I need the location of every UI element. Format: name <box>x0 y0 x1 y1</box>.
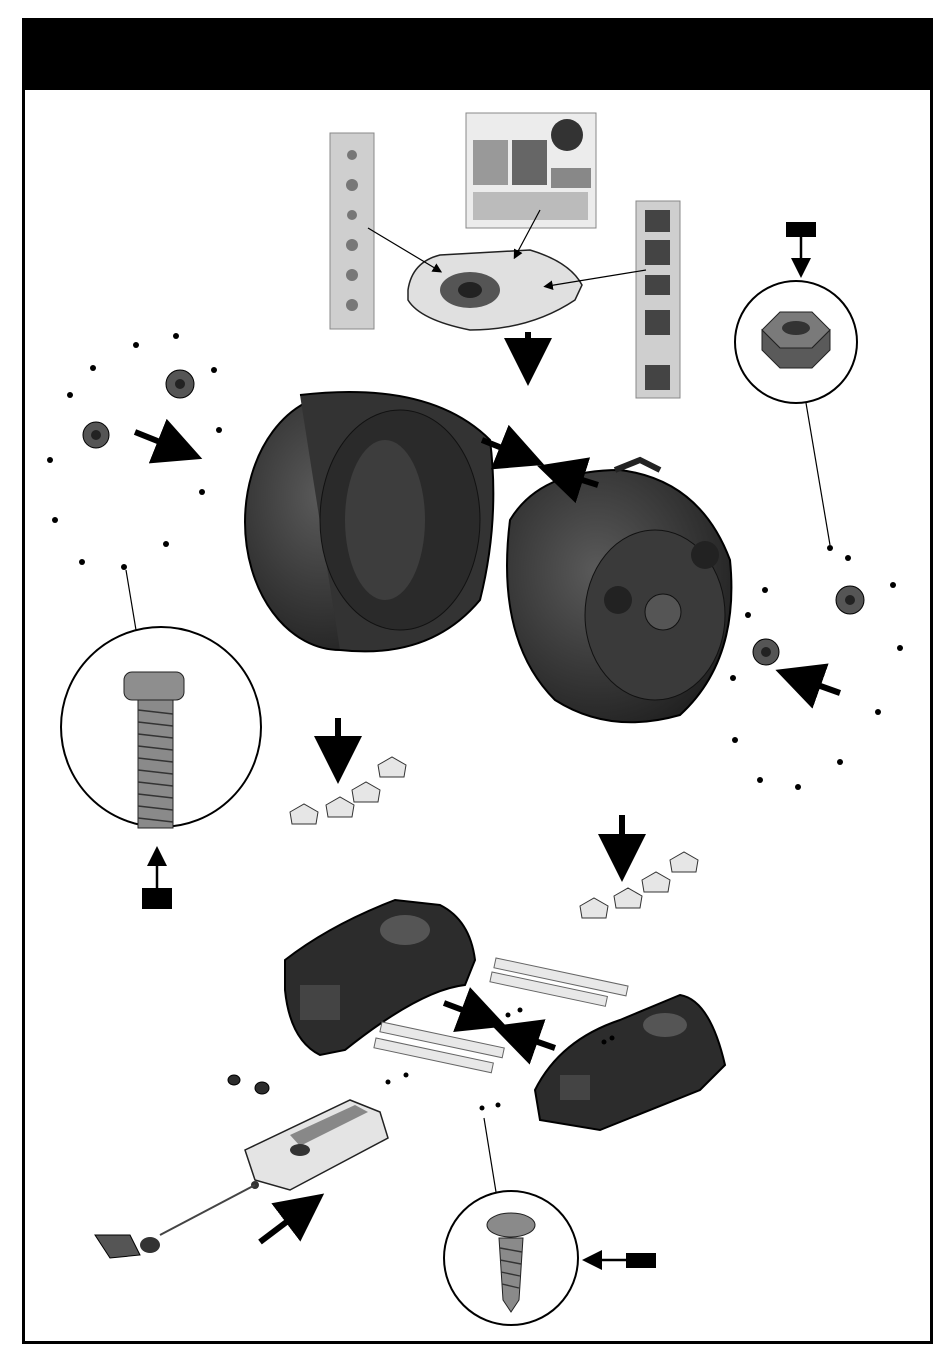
right-rocker-base <box>535 995 725 1130</box>
left-wheel-caps <box>290 757 406 824</box>
battery <box>245 1100 388 1190</box>
decal-strip-right <box>636 201 680 398</box>
right-body-shell <box>507 460 731 722</box>
arrow-battery <box>260 1208 305 1242</box>
callout-tag-hex-nut <box>786 222 816 268</box>
decal-sheet <box>466 113 596 228</box>
tapping-screw-callout <box>444 1191 578 1325</box>
left-body-shell <box>245 392 493 651</box>
wire-harness <box>95 1185 255 1258</box>
right-hubcap-1 <box>836 586 864 614</box>
left-hubcap-2 <box>83 422 109 448</box>
arrow-right-hardware <box>798 678 840 693</box>
left-hardware-screws <box>47 333 222 570</box>
arrow-left-hardware <box>135 432 180 450</box>
battery-caps <box>228 1075 269 1094</box>
left-hubcap-1 <box>166 370 194 398</box>
callout-tag-tapping-screw <box>592 1253 656 1268</box>
seat <box>408 250 582 330</box>
shell-arrows <box>482 440 598 485</box>
machine-screw-callout <box>61 627 261 828</box>
decal-strip-left <box>330 133 374 329</box>
right-hubcap-2 <box>753 639 779 665</box>
right-wheel-caps <box>580 852 698 918</box>
hex-nut-callout <box>735 281 857 403</box>
callout-tag-machine-screw <box>142 856 172 909</box>
right-hardware-screws <box>730 545 903 790</box>
